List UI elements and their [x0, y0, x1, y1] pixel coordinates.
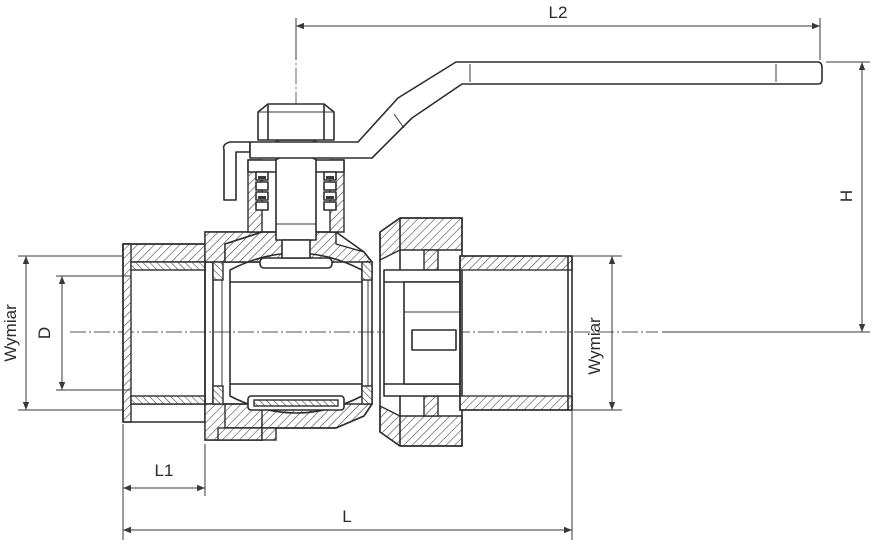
packing-rings-right — [323, 171, 337, 211]
label-wymiar-right: Wymiar — [585, 317, 604, 375]
dimension-L: L — [122, 410, 573, 540]
valve-stem — [247, 139, 345, 259]
packing-rings-left — [255, 171, 269, 211]
dimension-wymiar-right: Wymiar — [572, 255, 622, 411]
dimension-wymiar-left: Wymiar — [1, 255, 123, 411]
hex-nut — [257, 103, 335, 141]
dimension-D: D — [35, 275, 131, 391]
ball-chamber — [212, 231, 374, 441]
label-L2: L2 — [549, 3, 568, 22]
union-nut — [379, 217, 463, 447]
label-H: H — [837, 190, 856, 202]
label-L1: L1 — [155, 461, 174, 480]
dimension-H: H — [662, 61, 870, 333]
dimension-L2: L2 — [295, 3, 821, 60]
handle-lever — [222, 61, 823, 201]
dimension-L1: L1 — [122, 424, 206, 496]
tailpiece-right — [459, 255, 573, 411]
label-L: L — [342, 507, 351, 526]
label-wymiar-left: Wymiar — [1, 304, 20, 362]
label-D: D — [35, 327, 54, 339]
